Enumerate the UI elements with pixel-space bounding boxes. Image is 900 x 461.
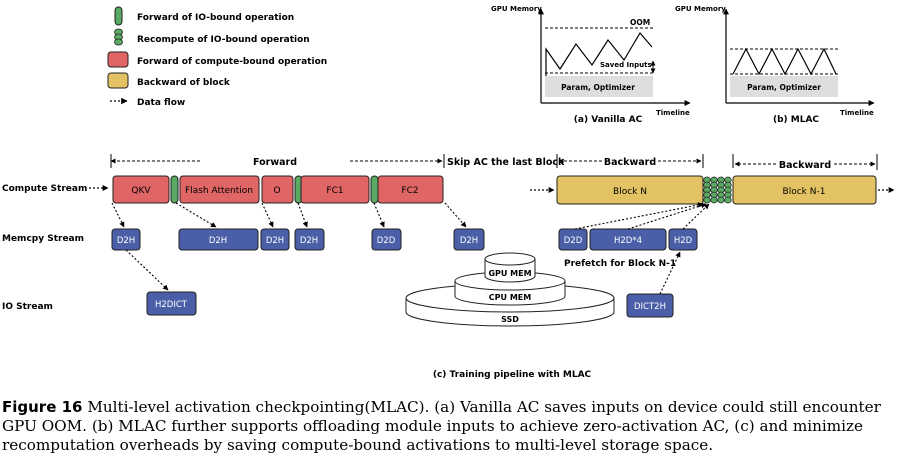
figure-caption: Figure 16 Multi-level activation checkpo… [2, 398, 898, 455]
memcpy-d2h-2 [178, 228, 259, 251]
gpu-mem-tier [484, 252, 536, 283]
chart-b-caption: (b) MLAC [773, 115, 819, 125]
chart-a-memory-curve [545, 31, 653, 76]
op-fc1-label: FC1 [326, 186, 343, 196]
legend-label-compute-forward: Forward of compute-bound operation [137, 57, 327, 67]
figure-caption-text: Multi-level activation checkpointing(MLA… [2, 398, 881, 454]
chart-a-vanilla-ac: GPU Memory Timeline Param, Optimizer OOM… [491, 5, 691, 125]
legend-swatch-backward [107, 72, 129, 89]
chart-b-xlabel: Timeline [840, 109, 874, 117]
backward-block-n-1 [732, 175, 877, 205]
memcpy-d2h-2-label: D2H [209, 236, 227, 246]
chart-a-base-band [545, 76, 653, 97]
io-h2dict [146, 291, 197, 316]
memcpy-d2h-3 [260, 228, 290, 251]
io-dict2h [626, 293, 674, 318]
recompute-io-ops [703, 176, 732, 204]
legend-label-dataflow: Data flow [137, 98, 185, 108]
io-op-3 [370, 175, 379, 204]
op-qkv-label: QKV [131, 186, 151, 196]
storage-stack: SSD CPU MEM GPU MEM [405, 252, 615, 327]
op-fc2-label: FC2 [401, 186, 418, 196]
pipeline: Forward Skip AC the last Block Backward … [2, 154, 895, 380]
legend: Forward of IO-bound operation Recompute … [107, 6, 327, 108]
memcpy-d2d-1 [371, 228, 402, 251]
memcpy-d2h-4 [294, 228, 325, 251]
legend-label-io-recompute: Recompute of IO-bound operation [137, 35, 310, 45]
gpu-mem-label: GPU MEM [488, 269, 531, 278]
legend-swatch-io-forward [114, 6, 123, 26]
backward-2-label: Backward [779, 160, 831, 171]
io-dict2h-label: DICT2H [634, 302, 666, 312]
data-flow-arrows [111, 202, 710, 295]
chart-a-xlabel: Timeline [656, 109, 690, 117]
op-flash-attention [179, 175, 260, 204]
memcpy-stream-label: Memcpy Stream [2, 234, 84, 244]
io-op-1 [170, 175, 179, 204]
op-o-label: O [273, 186, 280, 196]
memcpy-d2h-3-label: D2H [266, 236, 284, 246]
backward-block-n-1-label: Block N-1 [783, 187, 826, 197]
chart-a-oom-label: OOM [630, 18, 650, 27]
chart-a-base-label: Param, Optimizer [561, 83, 635, 92]
prefetch-label: Prefetch for Block N-1 [564, 259, 676, 269]
chart-a-ylabel: GPU Memory [491, 5, 542, 13]
cpu-mem-label: CPU MEM [489, 293, 531, 302]
backward-1-label: Backward [604, 157, 656, 168]
figure-caption-label: Figure 16 [2, 398, 83, 416]
pipeline-caption: (c) Training pipeline with MLAC [433, 370, 592, 380]
ssd-label: SSD [501, 315, 519, 324]
memcpy-d2d-1-label: D2D [377, 236, 396, 246]
chart-b-base-band [730, 76, 838, 97]
chart-a-saved-inputs-label: Saved Inputs [600, 61, 652, 69]
memcpy-d2d-2 [558, 228, 588, 251]
memcpy-h2d-label: H2D [674, 236, 693, 246]
op-fc1 [300, 175, 370, 204]
op-fc2 [377, 175, 444, 204]
backward-block-n-label: Block N [613, 187, 647, 197]
legend-label-io-forward: Forward of IO-bound operation [137, 13, 294, 23]
legend-label-backward: Backward of block [137, 78, 231, 88]
memcpy-d2h-1-label: D2H [117, 236, 135, 246]
io-stream-label: IO Stream [2, 302, 53, 312]
skip-ac-label: Skip AC the last Block [447, 157, 565, 168]
memcpy-d2h-5-label: D2H [460, 236, 478, 246]
chart-a-caption: (a) Vanilla AC [574, 115, 643, 125]
legend-swatch-compute-forward [107, 51, 129, 68]
chart-b-ylabel: GPU Memory [675, 5, 726, 13]
io-h2dict-label: H2DICT [155, 300, 188, 310]
memcpy-d2d-2-label: D2D [564, 236, 583, 246]
memcpy-d2h-4-label: D2H [300, 236, 318, 246]
op-o [261, 175, 294, 204]
chart-b-mlac: GPU Memory Timeline Param, Optimizer (b)… [675, 5, 875, 125]
op-flash-attention-label: Flash Attention [185, 186, 253, 196]
compute-stream-label: Compute Stream [2, 184, 87, 194]
chart-b-base-label: Param, Optimizer [747, 83, 821, 92]
op-qkv [112, 175, 170, 204]
memcpy-h2d-batch-label: H2D*4 [614, 236, 642, 246]
chart-b-memory-curve [732, 47, 837, 76]
forward-label: Forward [253, 157, 297, 168]
legend-swatch-io-recompute [114, 28, 123, 46]
backward-block-n [556, 175, 704, 205]
memcpy-d2h-5 [453, 228, 485, 251]
